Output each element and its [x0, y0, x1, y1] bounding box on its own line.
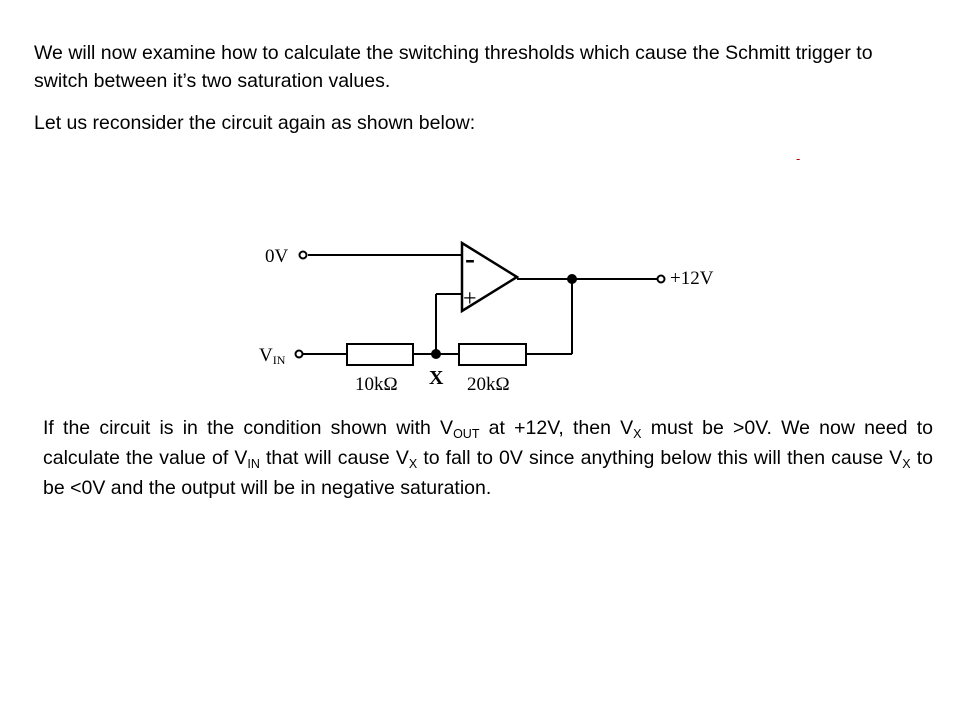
stray-mark: - [796, 151, 801, 166]
resistor-20k [458, 343, 527, 366]
resistor-10k-label: 10kΩ [355, 374, 398, 395]
plus-sign: + [463, 286, 477, 312]
node-x-junction [431, 349, 441, 359]
op-amp [460, 240, 520, 314]
input-terminal [294, 349, 304, 359]
lead-paragraph: Let us reconsider the circuit again as s… [34, 112, 476, 134]
ref-terminal [298, 250, 308, 260]
output-junction [567, 274, 577, 284]
intro-paragraph: We will now examine how to calculate the… [34, 42, 873, 92]
input-label: VIN [259, 345, 286, 367]
minus-sign: - [465, 242, 475, 275]
output-terminal [656, 274, 666, 284]
node-x-label: X [429, 367, 444, 389]
ref-label: 0V [265, 246, 289, 267]
resistor-10k [346, 343, 414, 366]
output-label: +12V [670, 268, 714, 289]
resistor-20k-label: 20kΩ [467, 374, 510, 395]
body-paragraph: If the circuit is in the condition shown… [43, 417, 933, 499]
